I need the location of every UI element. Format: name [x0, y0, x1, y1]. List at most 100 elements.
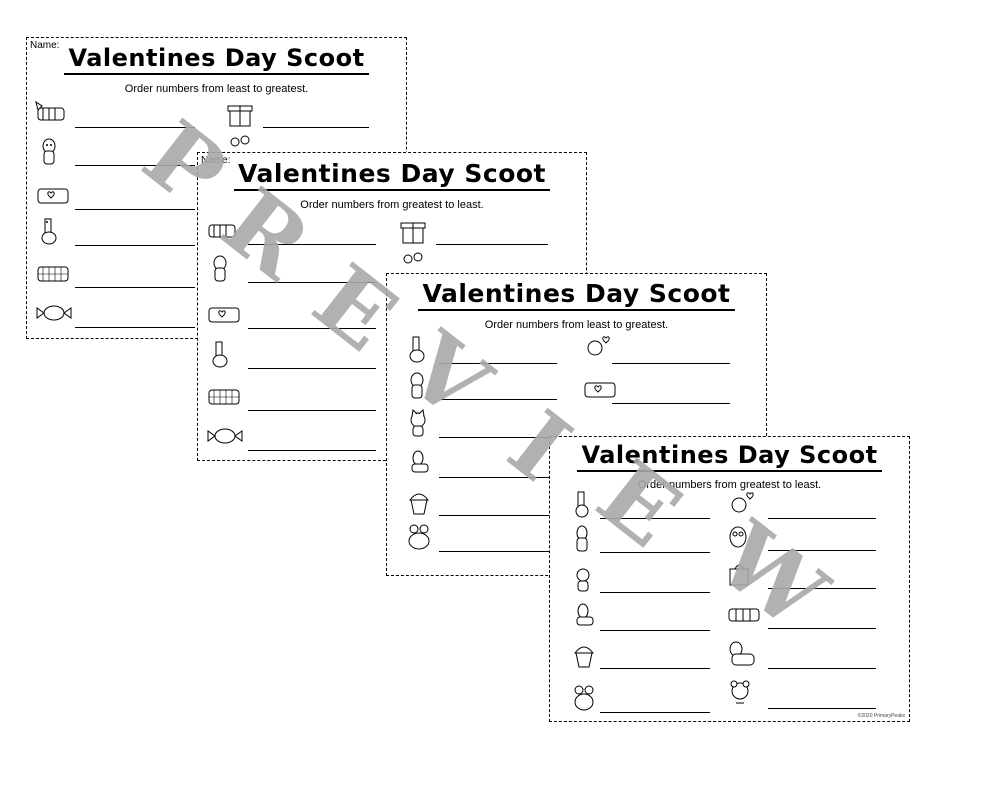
answer-line[interactable]	[439, 437, 557, 438]
dog-plaid-sweater-icon	[208, 389, 240, 405]
answer-row	[206, 215, 381, 249]
answer-row	[407, 408, 567, 442]
answer-row	[407, 370, 567, 404]
answer-row	[574, 639, 714, 673]
answer-line[interactable]	[248, 368, 376, 369]
dog-sweater-icon	[35, 100, 65, 121]
bear-icon	[730, 680, 750, 704]
answer-line[interactable]	[768, 668, 876, 669]
worksheet-title: Valentines Day Scoot	[27, 44, 406, 75]
giraffe-icon	[409, 336, 425, 363]
giraffe-icon	[575, 491, 589, 518]
answer-row	[225, 98, 395, 132]
answer-row	[726, 489, 906, 523]
answer-row	[726, 599, 906, 633]
answer-line[interactable]	[600, 712, 710, 713]
dog-plaid-sweater-icon	[37, 266, 69, 282]
horse-icon	[411, 450, 429, 473]
frog-icon	[574, 685, 594, 711]
answer-line[interactable]	[75, 209, 195, 210]
dog-heart-sweater-icon	[208, 307, 240, 323]
answer-line[interactable]	[75, 165, 195, 166]
answer-line[interactable]	[612, 363, 730, 364]
answer-line[interactable]	[768, 628, 876, 629]
answer-row	[726, 679, 906, 713]
answer-row	[407, 522, 567, 556]
answer-line[interactable]	[612, 403, 730, 404]
cat-icon	[410, 408, 426, 437]
answer-line[interactable]	[75, 287, 195, 288]
name-label: Name:	[201, 155, 231, 166]
answer-line[interactable]	[248, 328, 376, 329]
answer-row	[35, 298, 200, 332]
gift-icon	[400, 222, 426, 244]
answer-row	[35, 216, 200, 250]
cat-icon	[576, 568, 590, 592]
answer-row	[35, 136, 200, 170]
owl-icon	[729, 526, 747, 548]
answer-row	[398, 215, 578, 249]
worksheet-title: Valentines Day Scoot	[387, 279, 766, 311]
answer-row	[225, 132, 395, 166]
answer-line[interactable]	[768, 550, 876, 551]
answer-row	[35, 98, 200, 132]
answer-row	[726, 559, 906, 593]
answer-row	[35, 180, 200, 214]
answer-line[interactable]	[600, 552, 710, 553]
answer-row	[206, 299, 381, 333]
answer-line[interactable]	[436, 244, 548, 245]
answer-line[interactable]	[768, 708, 876, 709]
answer-line[interactable]	[600, 592, 710, 593]
worksheet-instructions: Order numbers from greatest to least.	[637, 479, 822, 491]
name-label: Name:	[30, 40, 60, 51]
answer-line[interactable]	[75, 245, 195, 246]
worksheet-instructions: Order numbers from greatest to least.	[300, 199, 484, 211]
candy-icon	[207, 428, 243, 444]
answer-row	[407, 448, 567, 482]
answer-row	[574, 489, 714, 523]
dog-sweater-icon	[208, 224, 236, 238]
bear-balloon-icon	[587, 336, 610, 356]
dog-sweater-icon	[728, 608, 760, 622]
answer-line[interactable]	[439, 515, 557, 516]
frog-icon	[408, 524, 430, 550]
answer-line[interactable]	[439, 551, 557, 552]
answer-row	[582, 334, 762, 368]
answer-line[interactable]	[600, 518, 710, 519]
answer-line[interactable]	[439, 477, 557, 478]
answer-row	[582, 374, 762, 408]
answer-row	[726, 639, 906, 673]
worksheet-title: Valentines Day Scoot	[550, 441, 909, 472]
answer-line[interactable]	[439, 363, 557, 364]
cupcake-icon	[574, 646, 595, 668]
answer-row	[35, 258, 200, 292]
answer-line[interactable]	[768, 588, 876, 589]
answer-line[interactable]	[768, 518, 876, 519]
answer-row	[206, 339, 381, 373]
answer-line[interactable]	[439, 399, 557, 400]
answer-line[interactable]	[263, 127, 369, 128]
worksheet-4: Valentines Day Scoot Order numbers from …	[549, 436, 910, 722]
copyright-notice: ©2020 PrimaryPeaks	[857, 713, 905, 719]
answer-row	[574, 523, 714, 557]
gift-icon	[227, 105, 253, 127]
alpaca-icon	[576, 525, 588, 552]
flowers-icon	[403, 252, 423, 264]
answer-line[interactable]	[248, 282, 376, 283]
answer-row	[407, 334, 567, 368]
answer-row	[206, 381, 381, 415]
answer-line[interactable]	[248, 244, 376, 245]
worksheet-title: Valentines Day Scoot	[198, 159, 586, 191]
answer-line[interactable]	[75, 327, 195, 328]
candy-icon	[36, 305, 72, 321]
giraffe-icon	[212, 341, 228, 368]
answer-line[interactable]	[600, 630, 710, 631]
answer-line[interactable]	[75, 127, 195, 128]
dog-heart-sweater-icon	[37, 188, 69, 204]
alpaca-icon	[42, 138, 56, 165]
answer-line[interactable]	[600, 668, 710, 669]
bag-icon	[729, 564, 749, 586]
answer-row	[206, 421, 381, 455]
answer-line[interactable]	[248, 450, 376, 451]
answer-line[interactable]	[248, 410, 376, 411]
